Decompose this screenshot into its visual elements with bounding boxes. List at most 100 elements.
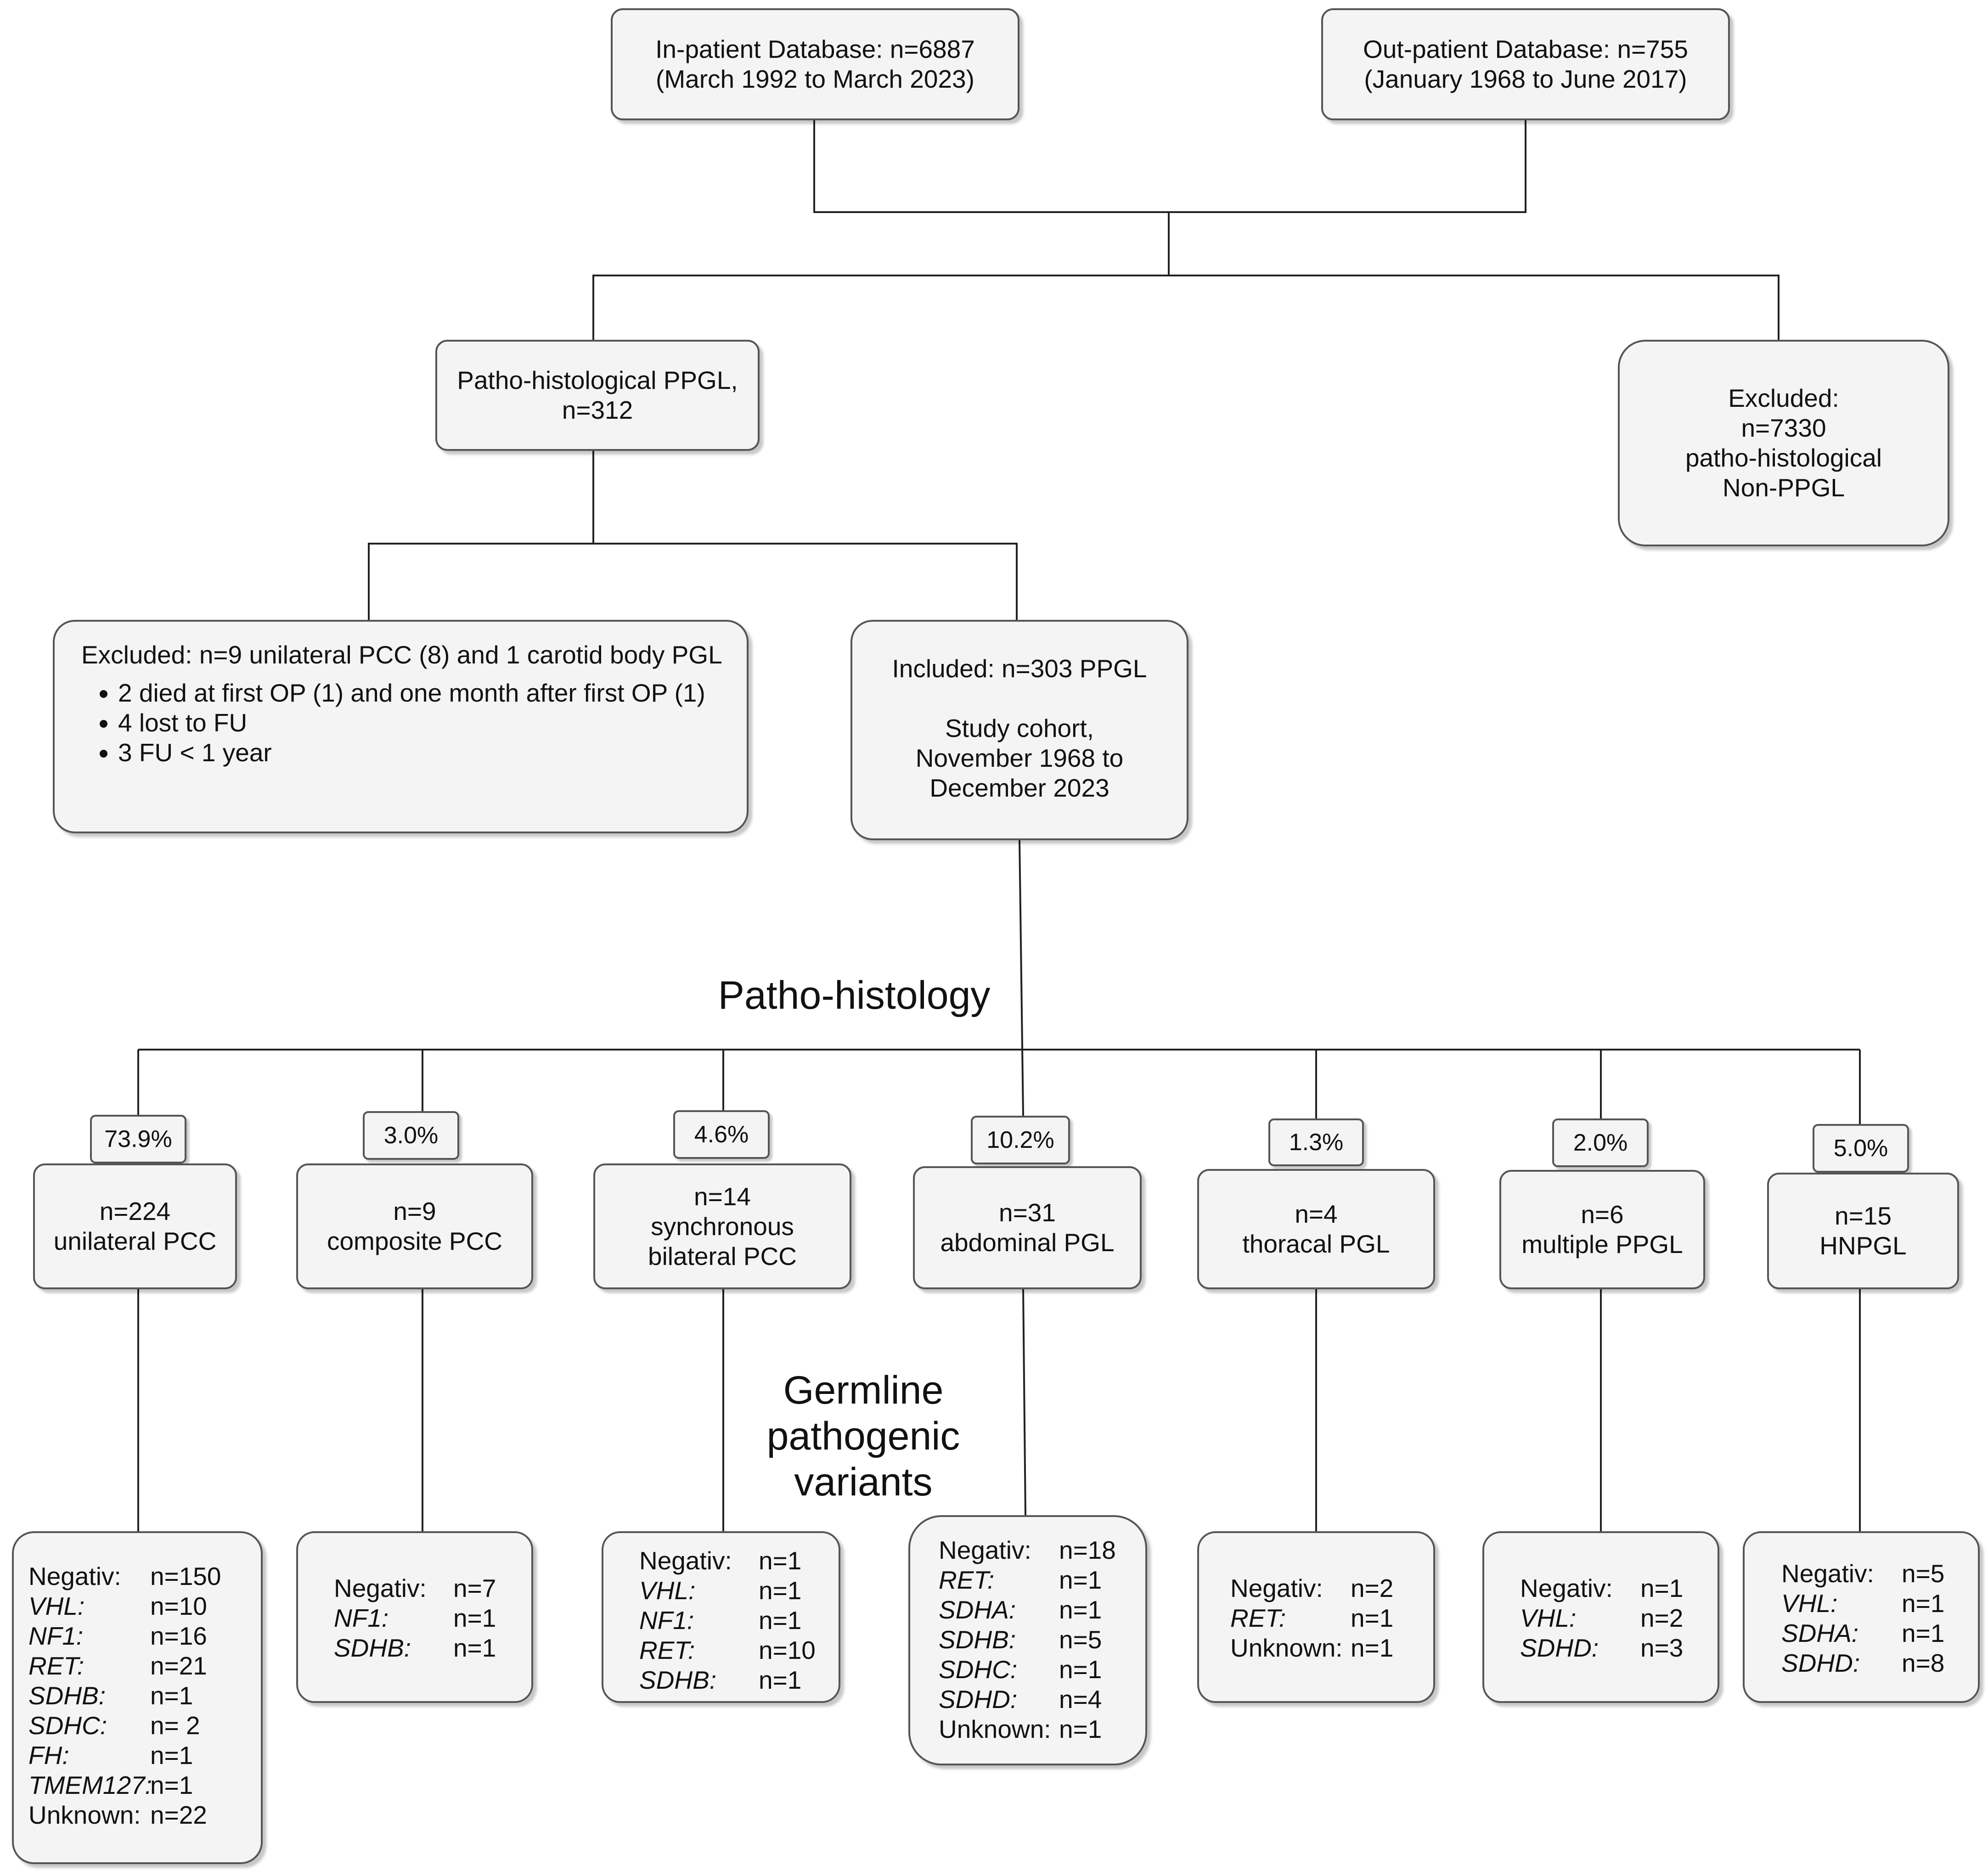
variant-gene: Unknown: <box>939 1715 1051 1743</box>
excluded-9-list: 2 died at first OP (1) and one month aft… <box>81 678 705 768</box>
variant-count: n=2 <box>1351 1574 1394 1602</box>
included-line2: Study cohort, <box>945 714 1094 742</box>
outpatient-line1: Out-patient Database: n=755 <box>1363 35 1688 63</box>
patho-ppgl-line2: n=312 <box>562 396 633 424</box>
variant-row: Negativ: n=18 <box>939 1535 1116 1565</box>
pct-tag: 4.6% <box>673 1110 770 1159</box>
germline-line1: Germline <box>783 1368 944 1412</box>
excluded-9-item: 4 lost to FU <box>118 708 705 738</box>
variant-count: n=10 <box>759 1636 816 1664</box>
included-box: Included: n=303 PPGL Study cohort, Novem… <box>850 620 1188 840</box>
variant-row: Unknown: n=22 <box>28 1800 207 1830</box>
variant-count: n=1 <box>759 1576 802 1605</box>
variant-row: VHL:n=2 <box>1520 1603 1683 1633</box>
variant-gene: SDHD: <box>939 1685 1018 1714</box>
category-line: n=14 <box>694 1182 751 1211</box>
excluded-non-line1: Excluded: <box>1728 384 1839 412</box>
excluded-9-title: Excluded: n=9 unilateral PCC (8) and 1 c… <box>81 641 722 669</box>
variant-count: n=1 <box>1902 1589 1945 1618</box>
variant-row: SDHD:n=8 <box>1781 1648 1944 1678</box>
variant-row: Negativ:n=150 <box>28 1562 221 1591</box>
patho-ppgl-line1: Patho-histological PPGL, <box>457 366 738 394</box>
pct-tag: 1.3% <box>1268 1118 1364 1166</box>
category-line: n=4 <box>1295 1200 1338 1228</box>
variant-count: n=1 <box>1059 1596 1102 1624</box>
variant-gene: Unknown: <box>1230 1634 1343 1662</box>
variant-row: SDHD:n=4 <box>939 1685 1102 1714</box>
variant-gene: NF1: <box>28 1622 84 1650</box>
variant-gene: NF1: <box>334 1604 389 1632</box>
variant-count: n=21 <box>150 1652 207 1680</box>
variant-row: RET: n=10 <box>639 1635 816 1665</box>
category-line: n=6 <box>1581 1200 1624 1229</box>
category-box-multiple-ppgl: n=6 multiple PPGL <box>1499 1170 1705 1289</box>
variant-count: n=1 <box>1059 1655 1102 1684</box>
outpatient-line2: (January 1968 to June 2017) <box>1364 65 1687 93</box>
variant-gene: Negativ: <box>334 1574 427 1602</box>
excluded-non-line2: n=7330 <box>1741 414 1826 442</box>
included-line4: December 2023 <box>929 774 1109 802</box>
category-line: thoracal PGL <box>1242 1230 1390 1258</box>
category-line: abdominal PGL <box>940 1228 1115 1257</box>
excluded-9-item: 3 FU < 1 year <box>118 738 705 768</box>
variant-gene: SDHB: <box>939 1625 1016 1654</box>
variant-gene: Negativ: <box>939 1536 1031 1564</box>
pct-tag: 3.0% <box>363 1111 459 1160</box>
variant-count: n=1 <box>1351 1604 1394 1632</box>
variant-count: n=1 <box>150 1771 193 1799</box>
variant-gene: SDHB: <box>639 1666 717 1694</box>
variant-row: VHL:n=1 <box>639 1576 801 1606</box>
variant-count: n=7 <box>453 1574 496 1602</box>
variant-count: n=5 <box>1902 1559 1945 1588</box>
variant-gene: SDHB: <box>28 1681 106 1710</box>
variant-gene: SDHB: <box>334 1634 411 1662</box>
variant-gene: Negativ: <box>639 1546 732 1575</box>
variant-gene: Negativ: <box>28 1562 121 1590</box>
variant-count: n=10 <box>150 1592 207 1620</box>
variant-row: SDHD:n=3 <box>1520 1633 1683 1663</box>
variant-gene: RET: <box>939 1566 995 1594</box>
excluded-9-box: Excluded: n=9 unilateral PCC (8) and 1 c… <box>53 620 749 833</box>
variant-count: n=1 <box>759 1666 802 1694</box>
category-box-composite-pcc: n=9 composite PCC <box>296 1163 533 1289</box>
variant-count: n=1 <box>759 1546 802 1575</box>
variant-row: NF1:n=1 <box>639 1606 801 1635</box>
variant-gene: TMEM127: <box>28 1771 152 1799</box>
variant-gene: SDHC: <box>28 1711 107 1740</box>
category-line: multiple PPGL <box>1521 1230 1683 1259</box>
category-line: n=31 <box>999 1198 1056 1227</box>
category-line: n=9 <box>393 1197 436 1225</box>
variant-count: n=18 <box>1059 1536 1116 1564</box>
pct-tag: 5.0% <box>1813 1124 1909 1173</box>
variant-gene: RET: <box>639 1636 695 1664</box>
variant-gene: NF1: <box>639 1606 694 1635</box>
variant-row: SDHB: n=1 <box>639 1665 801 1695</box>
variant-row: NF1:n=1 <box>334 1603 496 1633</box>
germline-line3: variants <box>794 1460 933 1504</box>
variant-row: SDHB:n=5 <box>939 1625 1102 1655</box>
excluded-non-ppgl-box: Excluded: n=7330 patho-histological Non-… <box>1618 340 1949 546</box>
pct-tag: 2.0% <box>1552 1118 1649 1167</box>
included-line3: November 1968 to <box>915 744 1124 772</box>
variant-gene: Negativ: <box>1230 1574 1323 1602</box>
pct-tag: 73.9% <box>90 1115 186 1163</box>
variant-row: SDHB:n=1 <box>28 1681 193 1711</box>
patho-histology-label: Patho-histology <box>718 973 991 1017</box>
variant-count: n=1 <box>1902 1619 1945 1647</box>
category-line: HNPGL <box>1819 1231 1907 1260</box>
variant-count: n=22 <box>150 1801 207 1829</box>
variant-row: VHL: n=1 <box>1781 1589 1944 1618</box>
variant-gene: Unknown: <box>28 1801 141 1829</box>
inpatient-line2: (March 1992 to March 2023) <box>656 65 974 93</box>
variant-count: n=1 <box>1351 1634 1394 1662</box>
category-box-hnpgl: n=15 HNPGL <box>1767 1173 1959 1289</box>
variant-row: Unknown:n=1 <box>939 1714 1102 1744</box>
variant-row: RET:n=1 <box>939 1565 1102 1595</box>
variant-gene: VHL: <box>1781 1589 1838 1618</box>
category-box-unilateral-pcc: n=224 unilateral PCC <box>33 1163 237 1289</box>
category-line: n=224 <box>99 1197 171 1225</box>
